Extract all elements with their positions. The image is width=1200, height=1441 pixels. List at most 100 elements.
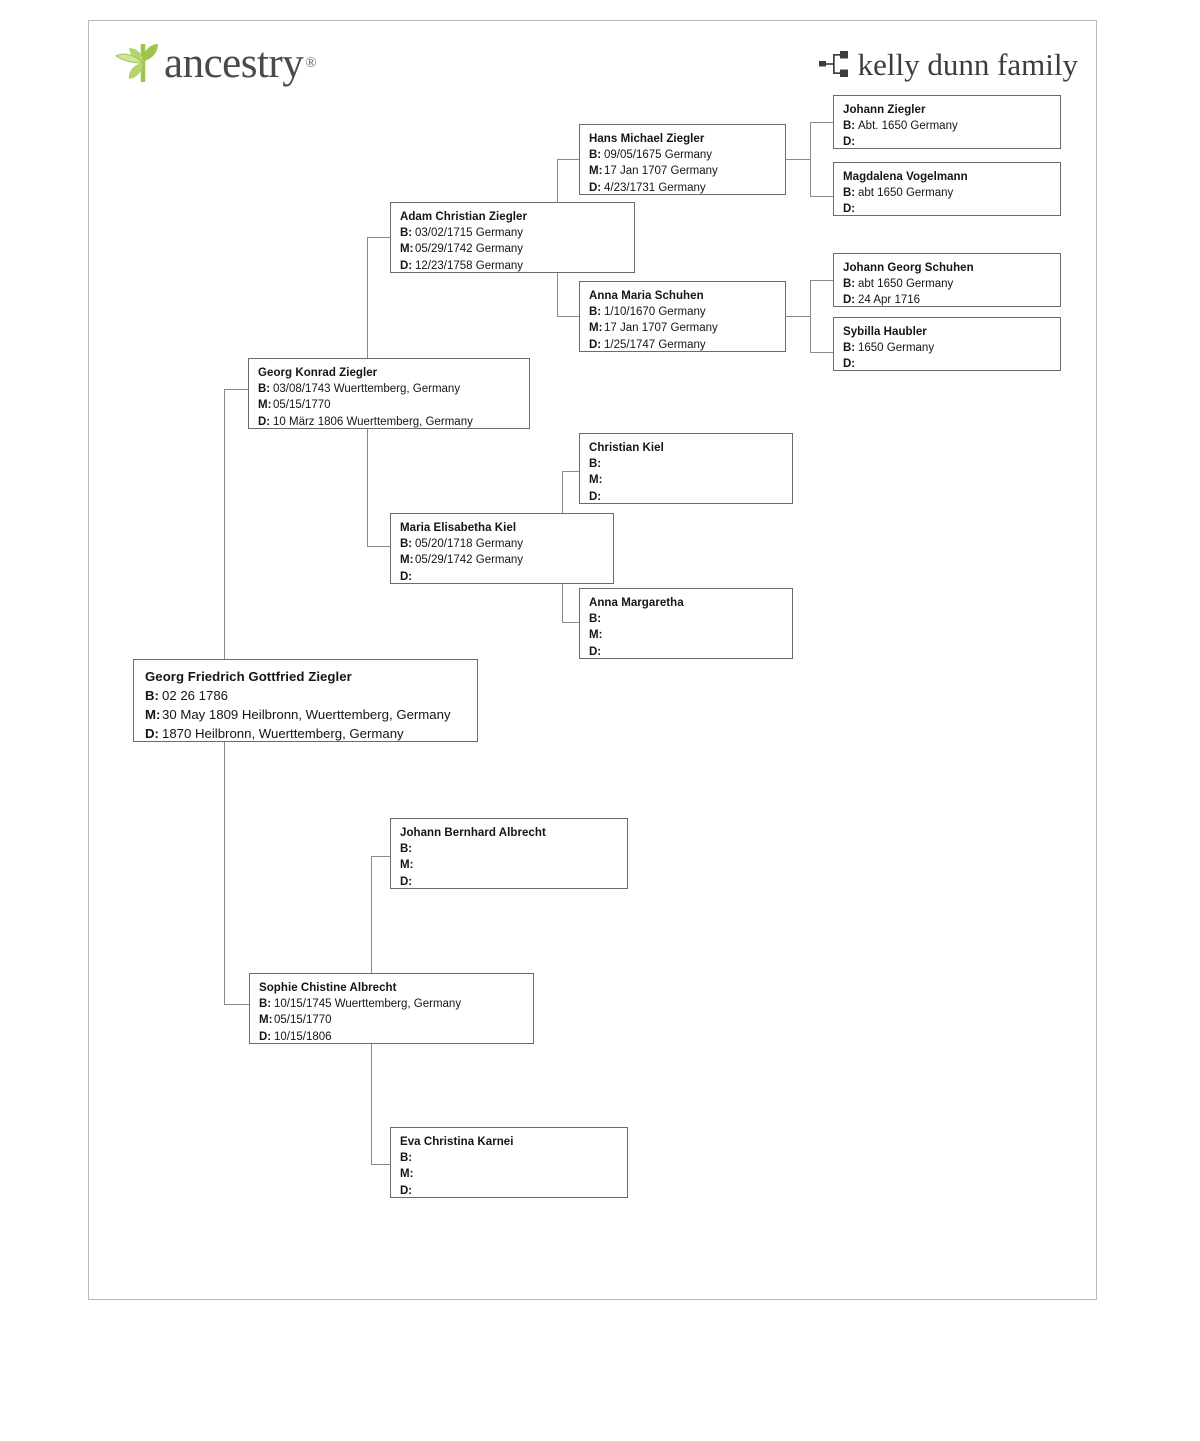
connector-line [224,389,250,390]
person-box-johann-georg-schuhen[interactable]: Johann Georg Schuhen B:abt 1650 Germany … [833,253,1061,307]
marriage-label: M: [589,322,603,335]
person-name: Sophie Chistine Albrecht [259,982,397,994]
birth-value: abt 1650 Germany [858,187,954,200]
person-death-row: D: [400,1183,627,1199]
death-value: 4/23/1731 Germany [604,181,706,194]
connector-line [810,280,811,353]
death-label: D: [589,338,602,351]
connector-line [786,159,810,160]
person-marriage-row: M:30 May 1809 Heilbronn, Wuerttemberg, G… [145,705,477,724]
death-value: 1870 Heilbronn, Wuerttemberg, Germany [162,726,404,741]
death-value: 12/23/1758 Germany [415,259,524,272]
connector-line [367,389,368,547]
birth-label: B: [400,227,413,240]
person-box-hans-michael-ziegler[interactable]: Hans Michael Ziegler B:09/05/1675 German… [579,124,786,195]
death-label: D: [145,726,159,741]
ancestry-leaf-icon [114,44,158,82]
person-box-adam-christian-ziegler[interactable]: Adam Christian Ziegler B:03/02/1715 Germ… [390,202,635,273]
person-name: Georg Friedrich Gottfried Ziegler [145,669,352,684]
tree-name-block: kelly dunn family [818,42,1078,86]
birth-value: 1/10/1670 Germany [604,306,706,319]
birth-label: B: [259,998,272,1011]
person-birth-row: B:abt 1650 Germany [843,185,1060,201]
scanned-page-border [88,20,1097,1300]
person-marriage-row: M: [589,472,792,488]
person-birth-row: B:1/10/1670 Germany [589,304,785,320]
person-birth-row: B: [400,1150,627,1166]
marriage-value: 17 Jan 1707 Germany [604,322,718,335]
person-box-anna-maria-schuhen[interactable]: Anna Maria Schuhen B:1/10/1670 Germany M… [579,281,786,352]
death-label: D: [400,1184,413,1197]
marriage-label: M: [589,474,603,487]
connector-line [371,856,394,857]
person-marriage-row: M:17 Jan 1707 Germany [589,163,785,179]
person-death-row: D:4/23/1731 Germany [589,180,785,196]
death-value: 10/15/1806 [274,1030,332,1043]
marriage-value: 05/29/1742 Germany [415,243,524,256]
birth-value: 03/02/1715 Germany [415,227,524,240]
person-name: Maria Elisabetha Kiel [400,522,517,534]
person-box-georg-friedrich-gottfried-ziegler[interactable]: Georg Friedrich Gottfried Ziegler B:02 2… [133,659,478,742]
death-label: D: [400,570,413,583]
birth-label: B: [589,613,602,626]
person-name: Hans Michael Ziegler [589,133,705,145]
person-death-row: D:12/23/1758 Germany [400,258,634,274]
person-birth-row: B:02 26 1786 [145,686,477,705]
person-box-anna-margaretha[interactable]: Anna Margaretha B: M: D: [579,588,793,659]
person-name: Magdalena Vogelmann [843,171,968,183]
birth-label: B: [843,120,856,133]
death-label: D: [843,358,856,371]
marriage-value: 17 Jan 1707 Germany [604,165,718,178]
person-death-row: D:10 März 1806 Wuerttemberg, Germany [258,414,529,430]
person-name: Johann Ziegler [843,104,926,116]
connector-line [562,622,584,623]
connector-line [224,1004,250,1005]
person-box-magdalena-vogelmann[interactable]: Magdalena Vogelmann B:abt 1650 Germany D… [833,162,1061,216]
person-birth-row: B:03/08/1743 Wuerttemberg, Germany [258,381,529,397]
marriage-value: 30 May 1809 Heilbronn, Wuerttemberg, Ger… [162,707,451,722]
connector-line [810,280,834,281]
death-label: D: [843,203,856,216]
death-value: 24 Apr 1716 [858,294,921,307]
connector-line [810,122,834,123]
birth-label: B: [145,688,159,703]
person-box-sybilla-haubler[interactable]: Sybilla Haubler B:1650 Germany D: [833,317,1061,371]
person-box-christian-kiel[interactable]: Christian Kiel B: M: D: [579,433,793,504]
birth-value: 03/08/1743 Wuerttemberg, Germany [273,383,461,396]
death-label: D: [400,875,413,888]
person-death-row: D: [589,644,792,660]
connector-line [371,856,372,1007]
ancestry-wordmark: ancestry [164,39,304,87]
person-box-johann-ziegler[interactable]: Johann Ziegler B:Abt. 1650 Germany D: [833,95,1061,149]
birth-value: 10/15/1745 Wuerttemberg, Germany [274,998,462,1011]
person-death-row: D: [589,489,792,505]
connector-line [562,471,584,472]
person-box-maria-elisabetha-kiel[interactable]: Maria Elisabetha Kiel B:05/20/1718 Germa… [390,513,614,584]
death-label: D: [589,645,602,658]
connector-line [224,389,225,670]
person-marriage-row: M:17 Jan 1707 Germany [589,320,785,336]
tree-name-label: kelly dunn family [857,46,1078,82]
person-box-eva-christina-karnei[interactable]: Eva Christina Karnei B: M: D: [390,1127,628,1198]
connector-line [810,122,811,197]
birth-label: B: [400,843,413,856]
person-birth-row: B: [589,611,792,627]
birth-value: abt 1650 Germany [858,278,954,291]
birth-label: B: [843,278,856,291]
death-label: D: [259,1030,272,1043]
person-box-johann-bernhard-albrecht[interactable]: Johann Bernhard Albrecht B: M: D: [390,818,628,889]
birth-label: B: [400,1152,413,1165]
person-box-georg-konrad-ziegler[interactable]: Georg Konrad Ziegler B:03/08/1743 Wuertt… [248,358,530,429]
death-label: D: [400,259,413,272]
person-marriage-row: M: [400,857,627,873]
person-death-row: D: [400,874,627,890]
person-birth-row: B:1650 Germany [843,340,1060,356]
connector-line [810,196,834,197]
family-tree-icon [818,51,848,77]
marriage-label: M: [400,554,414,567]
death-value: 10 März 1806 Wuerttemberg, Germany [273,415,473,428]
connector-line [224,670,225,1005]
birth-value: Abt. 1650 Germany [858,120,958,133]
death-label: D: [843,294,856,307]
person-box-sophie-chistine-albrecht[interactable]: Sophie Chistine Albrecht B:10/15/1745 Wu… [249,973,534,1044]
